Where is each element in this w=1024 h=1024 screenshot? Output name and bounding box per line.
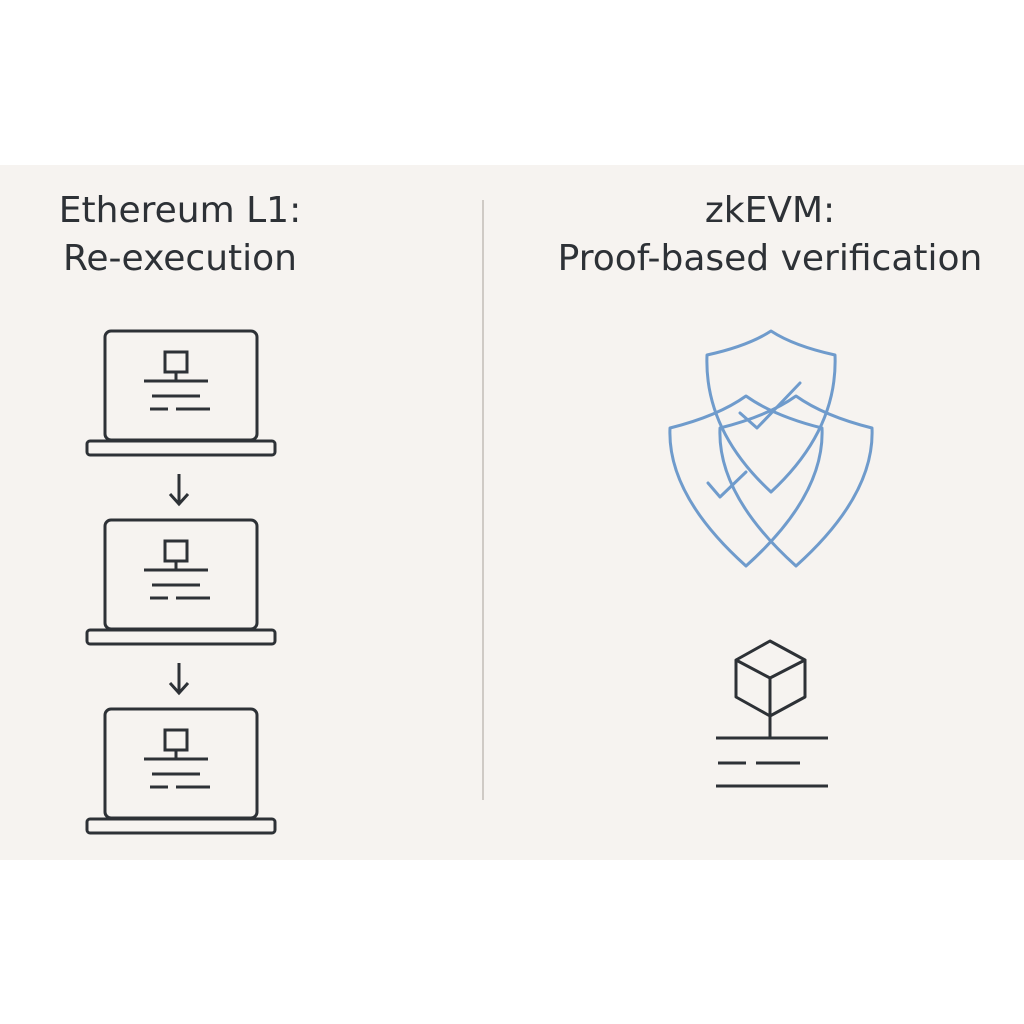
left-title-line1: Ethereum L1:: [58, 190, 302, 231]
laptop-network-icon: [85, 707, 277, 835]
laptop-step-1: [85, 329, 277, 457]
shield-check-icon: [668, 329, 874, 568]
left-panel-title: Ethereum L1: Re-execution: [40, 187, 320, 283]
laptop-step-2: [85, 518, 277, 646]
right-title-line2: Proof-based verification: [557, 238, 983, 279]
laptop-step-3: [85, 707, 277, 835]
arrow-down-icon: [168, 472, 190, 506]
panel-divider: [482, 200, 484, 800]
block-document-icon: [716, 639, 828, 788]
right-title-line1: zkEVM:: [704, 190, 836, 231]
arrow-down-icon: [168, 661, 190, 695]
arrow-connector-2: [168, 661, 190, 695]
diagram-background: [0, 165, 1024, 860]
laptop-network-icon: [85, 518, 277, 646]
arrow-connector-1: [168, 472, 190, 506]
right-panel-title: zkEVM: Proof-based verification: [540, 187, 1000, 283]
left-title-line2: Re-execution: [63, 238, 297, 279]
laptop-network-icon: [85, 329, 277, 457]
